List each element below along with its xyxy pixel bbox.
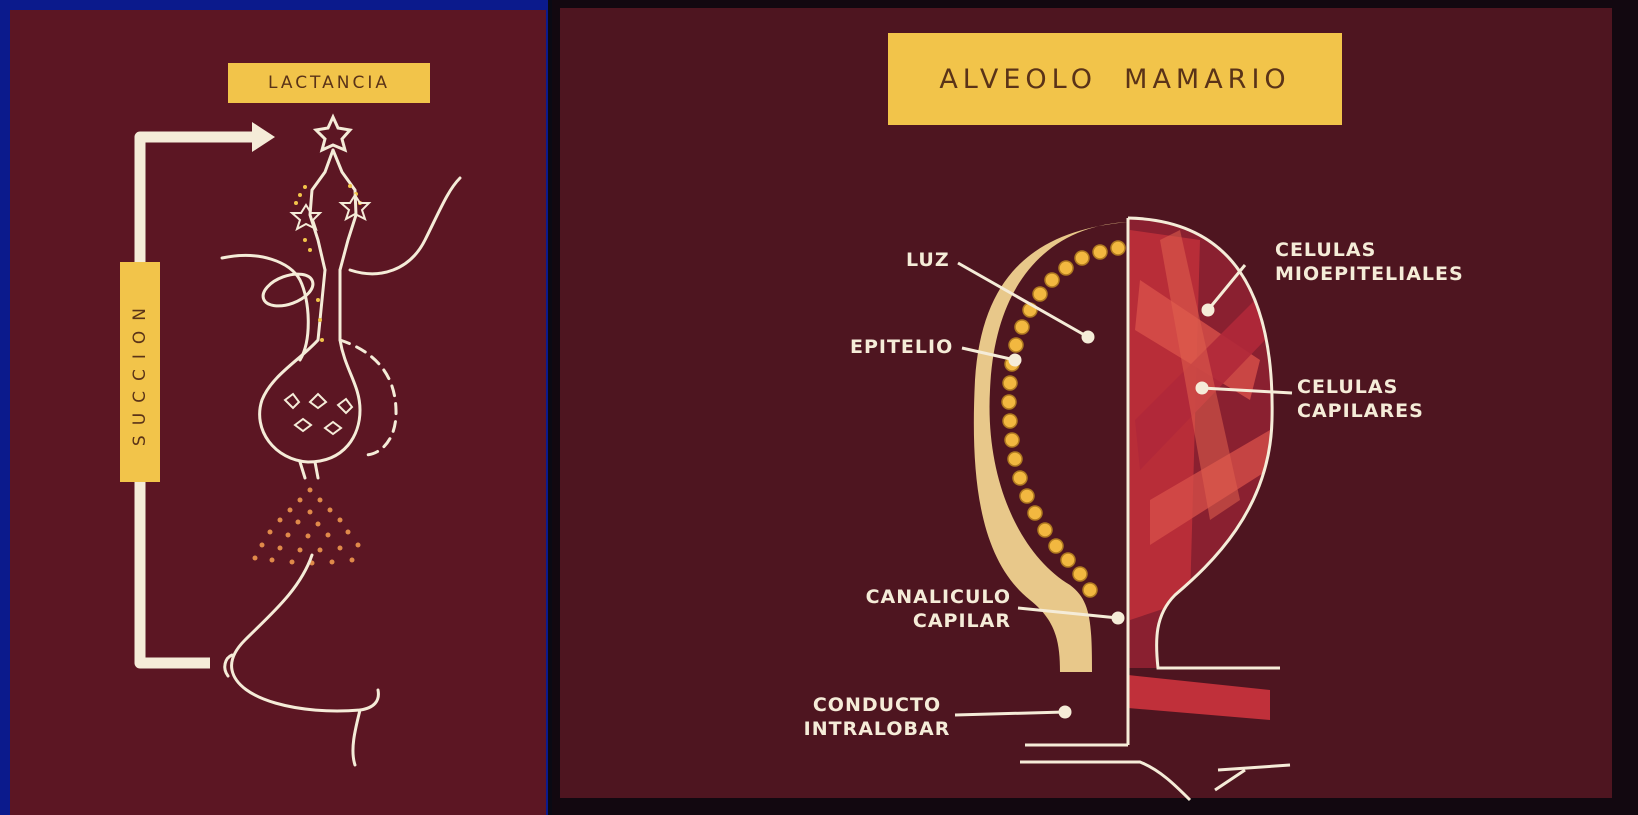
label-mioepiteliales-line1: CELULAS — [1275, 238, 1464, 262]
label-celulas-mioepiteliales: CELULAS MIOEPITELIALES — [1275, 238, 1464, 286]
alveolo-title: ALVEOLO MAMARIO — [888, 33, 1342, 125]
label-capilares-line2: CAPILARES — [1297, 399, 1424, 423]
succion-label: SUCCION — [120, 262, 160, 482]
label-capilares-line1: CELULAS — [1297, 375, 1424, 399]
milk-spray — [253, 488, 361, 566]
arrow-head — [252, 122, 275, 152]
label-celulas-capilares: CELULAS CAPILARES — [1297, 375, 1424, 423]
label-canaliculo-capilar: CANALICULO CAPILAR — [865, 585, 1011, 633]
lactancia-diagram — [0, 0, 548, 815]
lactancia-title: LACTANCIA — [228, 63, 430, 103]
label-conducto-line1: CONDUCTO — [802, 693, 952, 717]
label-canaliculo-line2: CAPILAR — [865, 609, 1011, 633]
neuron-cells — [285, 195, 369, 434]
succion-text: SUCCION — [130, 298, 150, 446]
label-canaliculo-line1: CANALICULO — [865, 585, 1011, 609]
label-epitelio: EPITELIO — [850, 335, 953, 359]
slide-alveolo-background — [560, 8, 1612, 798]
label-conducto-line2: INTRALOBAR — [802, 717, 952, 741]
label-conducto-intralobar: CONDUCTO INTRALOBAR — [802, 693, 952, 741]
label-mioepiteliales-line2: MIOEPITELIALES — [1275, 262, 1464, 286]
hypothalamus-pituitary — [222, 117, 460, 478]
breast-outline — [225, 555, 379, 765]
label-luz: LUZ — [906, 248, 950, 272]
